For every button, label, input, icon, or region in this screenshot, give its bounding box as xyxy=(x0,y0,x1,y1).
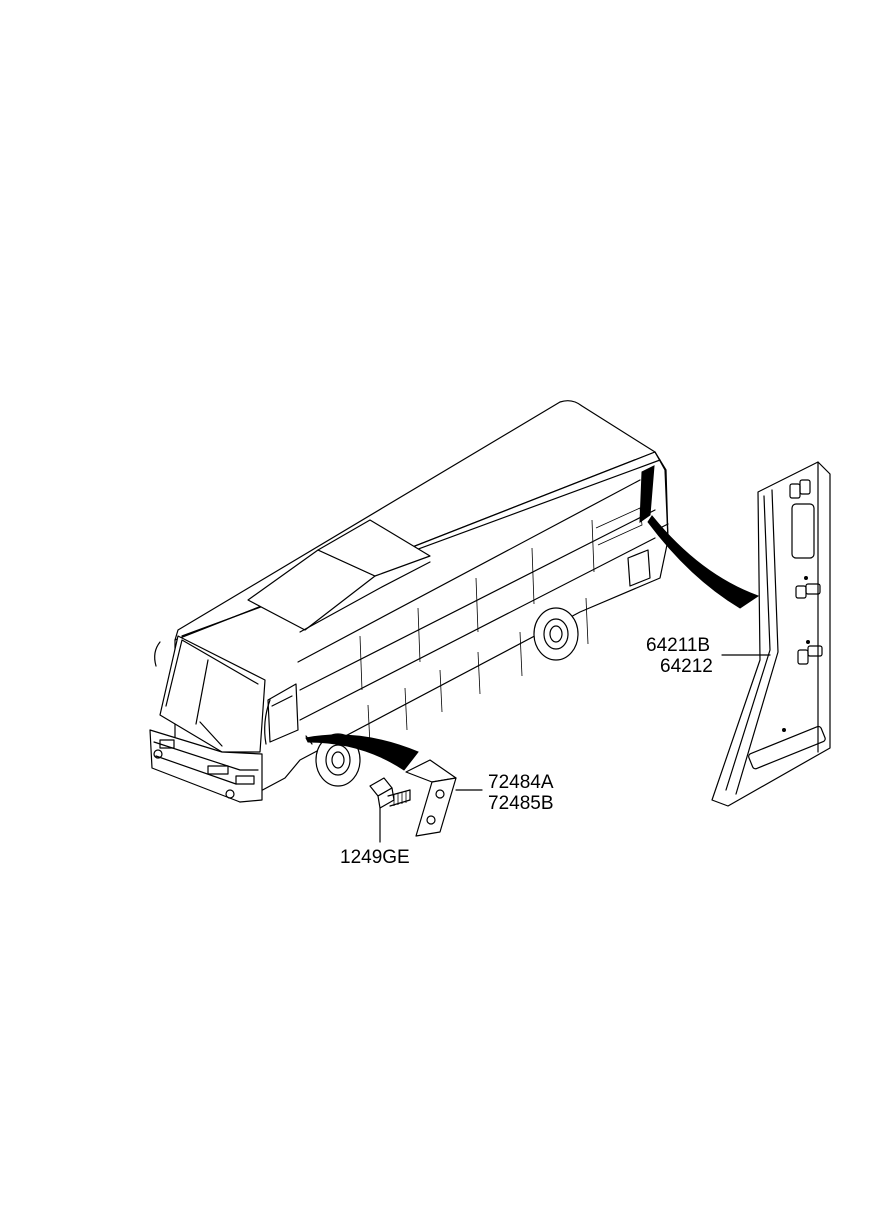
bracket-icon xyxy=(405,759,457,837)
bracket-callout-arrow xyxy=(305,734,419,771)
pillar-part-number-a: 64211B xyxy=(646,635,711,656)
bolt-icon xyxy=(369,777,411,809)
pillar-callout-arrow xyxy=(647,515,760,609)
bolt-part-number: 1249GE xyxy=(340,847,410,868)
bracket-part-number-a: 72484A xyxy=(488,772,554,793)
bus-illustration-icon xyxy=(149,400,669,803)
pillar-panel-icon xyxy=(711,461,831,807)
pillar-part-number-b: 64212 xyxy=(660,656,713,677)
bracket-part-number-b: 72485B xyxy=(488,793,554,814)
